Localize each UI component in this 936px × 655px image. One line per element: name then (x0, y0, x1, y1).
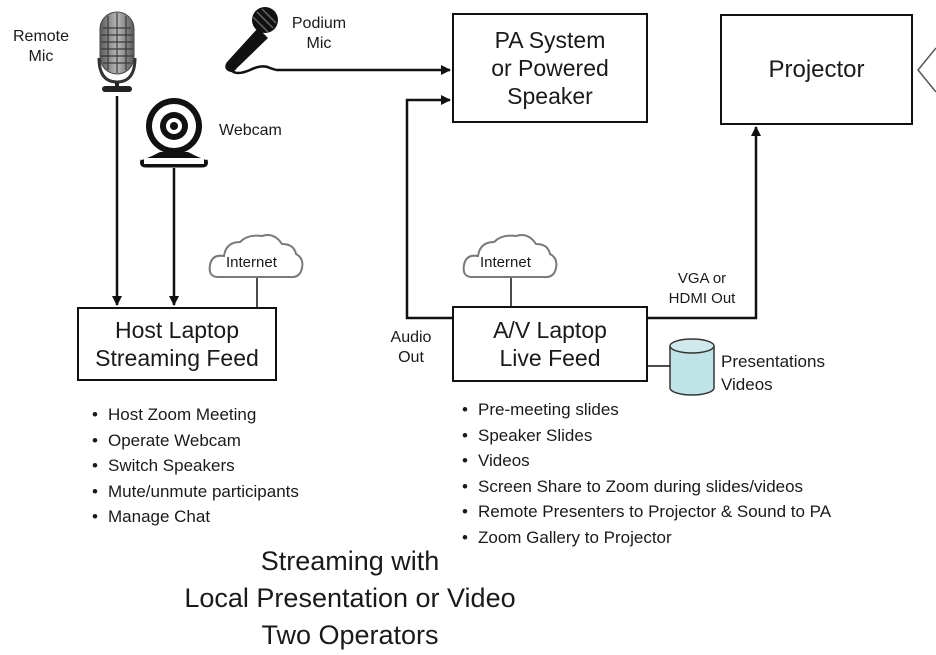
host-task-item: Switch Speakers (90, 453, 299, 479)
connectors (112, 65, 761, 367)
host-laptop-line-1: Host Laptop (114, 316, 240, 343)
title-line-1: Streaming with (260, 546, 440, 576)
host-laptop-line-2: Streaming Feed (95, 345, 259, 371)
internet-cloud-left-icon (208, 234, 304, 279)
projector-label: Projector (768, 55, 865, 83)
remote-mic-label: Remote Mic (12, 28, 70, 65)
av-laptop-node: A/V Laptop Live Feed (452, 306, 648, 382)
vga-hdmi-label: VGA or HDMI Out (668, 270, 736, 307)
pa-system-line-3: Speaker (507, 83, 593, 110)
av-laptop-line-1: A/V Laptop (493, 316, 607, 343)
av-task-item: Zoom Gallery to Projector (460, 525, 831, 551)
webcam-icon (140, 98, 208, 168)
audio-out-label: Audio Out (390, 329, 432, 366)
host-task-item: Manage Chat (90, 504, 299, 530)
internet-right-label: Internet (480, 254, 531, 271)
webcam-label: Webcam (219, 122, 282, 139)
av-task-item: Videos (460, 448, 831, 474)
internet-cloud-right-icon (462, 234, 558, 279)
storage-cylinder-icon (669, 338, 715, 396)
host-task-item: Operate Webcam (90, 428, 299, 454)
podium-mic-label: Podium Mic (291, 15, 347, 52)
av-task-item: Speaker Slides (460, 423, 831, 449)
host-task-item: Host Zoom Meeting (90, 402, 299, 428)
pa-system-line-2: or Powered (491, 54, 609, 81)
title-line-3: Two Operators (261, 620, 439, 650)
av-task-item: Screen Share to Zoom during slides/video… (460, 474, 831, 500)
diagram-title: Streaming with Local Presentation or Vid… (120, 543, 580, 654)
pa-system-line-1: PA System (494, 26, 606, 53)
av-task-list: Pre-meeting slides Speaker Slides Videos… (460, 397, 831, 550)
host-task-list: Host Zoom Meeting Operate Webcam Switch … (90, 402, 299, 530)
host-laptop-node: Host Laptop Streaming Feed (77, 307, 277, 381)
projector-node: Projector (720, 14, 913, 125)
edge-av-to-pa (405, 95, 452, 320)
av-task-item: Pre-meeting slides (460, 397, 831, 423)
projector-lens-icon (917, 47, 936, 93)
edge-av-to-projector (648, 126, 761, 320)
av-task-item: Remote Presenters to Projector & Sound t… (460, 499, 831, 525)
storage-label: Presentations Videos (721, 352, 825, 394)
podium-mic-icon (225, 7, 278, 75)
remote-mic-icon (97, 11, 137, 92)
pa-system-node: PA System or Powered Speaker (452, 13, 648, 123)
av-laptop-line-2: Live Feed (499, 345, 601, 371)
internet-left-label: Internet (226, 254, 277, 271)
title-line-2: Local Presentation or Video (184, 583, 516, 613)
host-task-item: Mute/unmute participants (90, 479, 299, 505)
